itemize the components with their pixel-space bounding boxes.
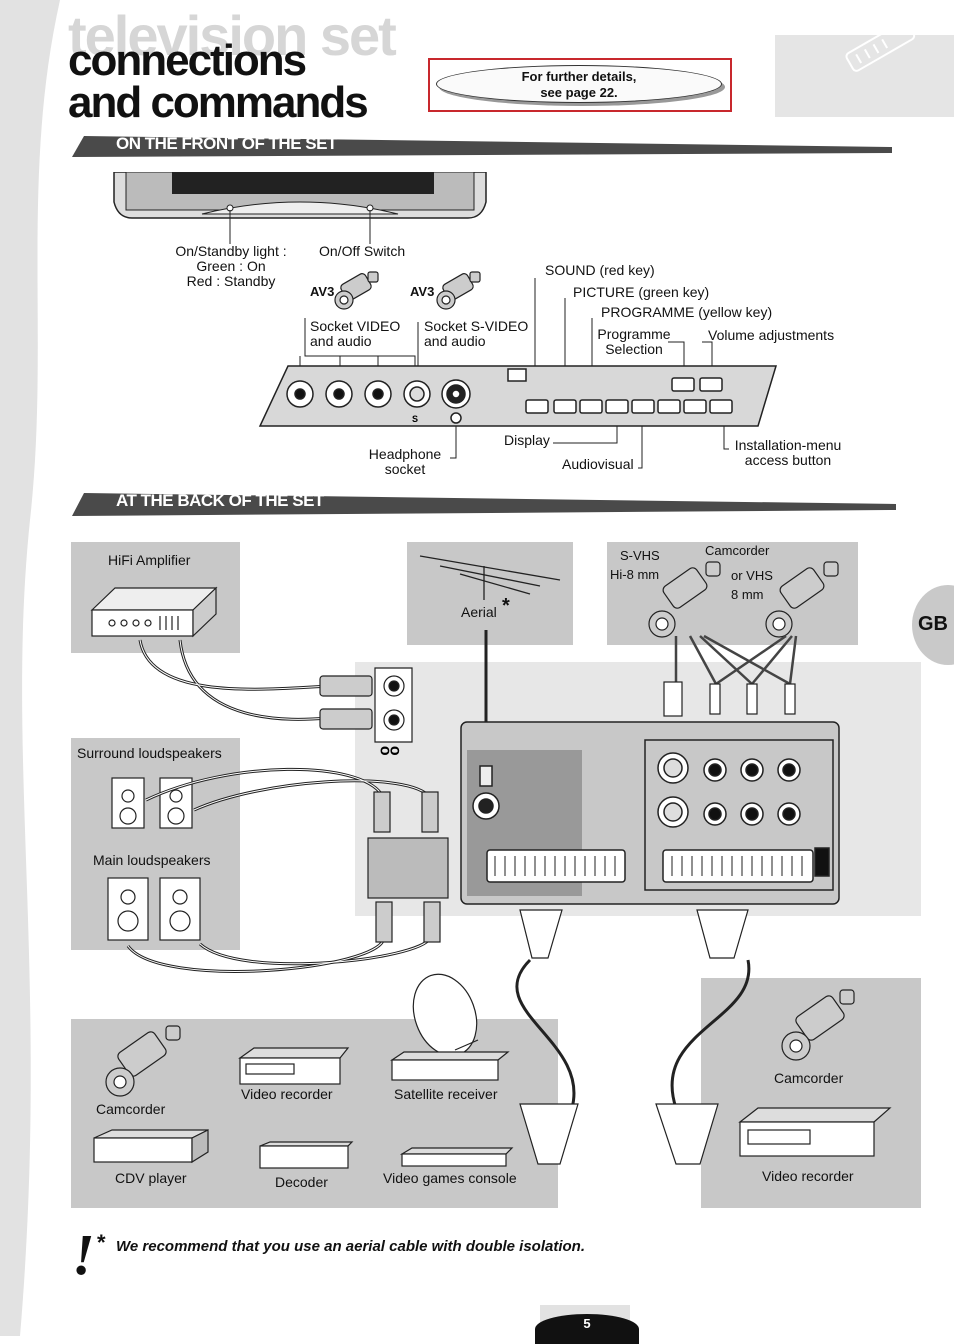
onoff-switch-label: On/Off Switch (319, 243, 406, 259)
socket-video-line-1: Socket VIDEO (310, 318, 401, 334)
socket-video-line-2: and audio (310, 333, 372, 349)
prog-sel-line-2: Selection (605, 341, 663, 357)
camcorder-icon (334, 271, 379, 310)
camcorder-right-label: Camcorder (774, 1070, 844, 1086)
title-line-1: connections (68, 36, 307, 85)
note-line-2: see page 22. (540, 85, 618, 100)
picture-key-label: PICTURE (green key) (573, 284, 710, 300)
camcorder-left-label: Camcorder (96, 1101, 166, 1117)
camcorder-top-label: Camcorder (705, 543, 770, 558)
reference-oval: For further details, see page 22. (436, 65, 722, 103)
camcorder-icon (436, 271, 481, 310)
programme-key-label: PROGRAMME (yellow key) (601, 304, 773, 320)
socket-svideo-label: Socket S-VIDEO and audio (424, 319, 528, 349)
front-banner-shape (72, 136, 892, 157)
svg-text:S: S (412, 414, 418, 424)
cdv-player-label: CDV player (115, 1170, 187, 1186)
note-line-1: For further details, (521, 69, 637, 84)
video-recorder-right-label: Video recorder (762, 1168, 854, 1184)
eight-mm-label: 8 mm (731, 587, 764, 602)
headphone-line-2: socket (384, 461, 426, 477)
camcorder-icon (781, 989, 855, 1061)
main-loudspeakers-label: Main loudspeakers (93, 852, 211, 868)
games-console-label: Video games console (383, 1170, 517, 1186)
standby-light-label: On/Standby light : Green : On Red : Stan… (168, 244, 294, 289)
warning-mark: ! (72, 1222, 95, 1287)
aerial-label: Aerial (461, 604, 497, 620)
aerial-asterisk: * (502, 595, 510, 617)
video-recorder-left-label: Video recorder (241, 1086, 333, 1102)
sound-key-label: SOUND (red key) (545, 262, 655, 278)
socket-video-label: Socket VIDEO and audio (310, 319, 400, 349)
video-recorder-icon (738, 1107, 892, 1157)
install-line-1: Installation-menu (734, 437, 842, 453)
hifi-amplifier-label: HiFi Amplifier (108, 552, 191, 568)
ghost-title: television set (68, 4, 397, 67)
socket-svideo-line-2: and audio (424, 333, 486, 349)
satellite-dish-icon (390, 973, 510, 1081)
section-front-title: ON THE FRONT OF THE SET (116, 134, 337, 153)
page-title: connections and commands (68, 36, 369, 127)
socket-svideo-line-1: Socket S-VIDEO (424, 318, 529, 334)
decoder-label: Decoder (275, 1174, 328, 1190)
camcorder-icon (765, 561, 839, 638)
camcorder-icon (105, 1025, 181, 1097)
svg-text:ᴑᴑ: ᴑᴑ (380, 742, 400, 759)
surround-loudspeakers-label: Surround loudspeakers (77, 745, 222, 761)
svhs-label: S-VHS (620, 548, 660, 563)
corner-tab (775, 20, 954, 117)
standby-line-1: On/Standby light : (175, 243, 287, 259)
av3-label-svideo: AV3 (410, 284, 435, 299)
installation-button-label: Installation-menu access button (728, 438, 848, 468)
front-control-panel: S (258, 365, 778, 427)
footnote-asterisk: * (97, 1230, 106, 1255)
programme-selection-label: Programme Selection (590, 327, 678, 357)
loudspeakers-panel (71, 738, 240, 950)
or-vhs-label: or VHS (731, 568, 773, 583)
hifi-amplifier-icon (90, 586, 218, 638)
satellite-receiver-label: Satellite receiver (394, 1086, 498, 1102)
decoder-icon (259, 1141, 354, 1169)
back-banner-shape (72, 493, 896, 516)
standby-line-3: Red : Standby (186, 273, 276, 289)
page-number: 5 (535, 1314, 639, 1344)
language-badge: GB (918, 613, 948, 635)
camcorder-icon (648, 561, 721, 638)
headphone-line-1: Headphone (368, 446, 442, 462)
reference-note: For further details, see page 22. (428, 58, 732, 112)
title-line-2: and commands (68, 77, 369, 127)
hi8-label: Hi-8 mm (610, 567, 660, 582)
display-label: Display (504, 432, 550, 448)
video-recorder-icon (238, 1047, 350, 1085)
audiovisual-label: Audiovisual (562, 456, 634, 472)
prog-sel-line-1: Programme (597, 326, 671, 342)
tv-front-illustration (113, 172, 487, 219)
standby-line-2: Green : On (196, 258, 266, 274)
games-console-icon (399, 1147, 514, 1167)
cdv-player-icon (93, 1129, 209, 1164)
volume-label: Volume adjustments (708, 327, 835, 343)
headphone-socket-label: Headphone socket (360, 447, 450, 477)
section-back-title: AT THE BACK OF THE SET (116, 491, 324, 510)
install-line-2: access button (744, 452, 832, 468)
footnote-text: We recommend that you use an aerial cabl… (116, 1238, 585, 1255)
av3-label-video: AV3 (310, 284, 335, 299)
